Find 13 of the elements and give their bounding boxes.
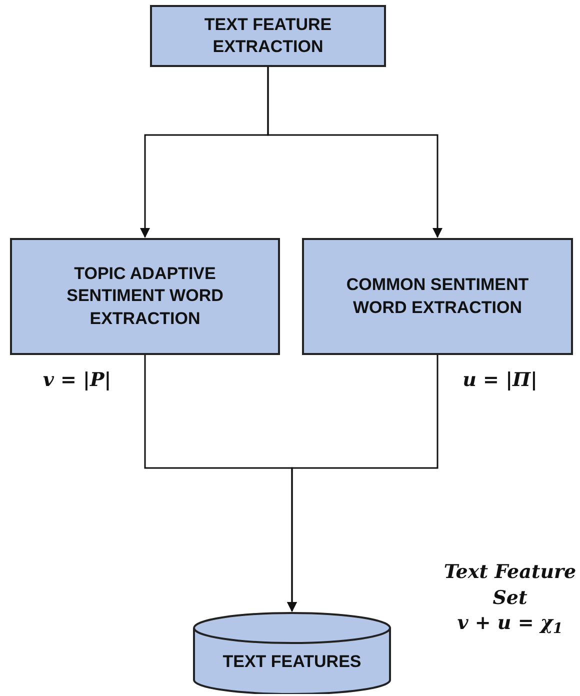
process-box xyxy=(10,238,280,355)
formula-text: v = |P| xyxy=(42,368,112,393)
process-box xyxy=(302,238,573,355)
database-cylinder xyxy=(193,612,391,694)
node-label: TEXT FEATURE EXTRACTION xyxy=(203,14,333,58)
process-box xyxy=(150,5,386,67)
arrow xyxy=(287,355,438,612)
node-label: TEXT FEATURES xyxy=(222,650,362,673)
formula-text: v + u = χ$_{1}$ xyxy=(457,611,563,637)
node-label: TOPIC ADAPTIVE SENTIMENT WORD EXTRACTION xyxy=(66,263,224,330)
arrow xyxy=(267,67,442,238)
formula-text: u = |Π| xyxy=(462,368,538,393)
node-label: COMMON SENTIMENT WORD EXTRACTION xyxy=(345,274,530,318)
